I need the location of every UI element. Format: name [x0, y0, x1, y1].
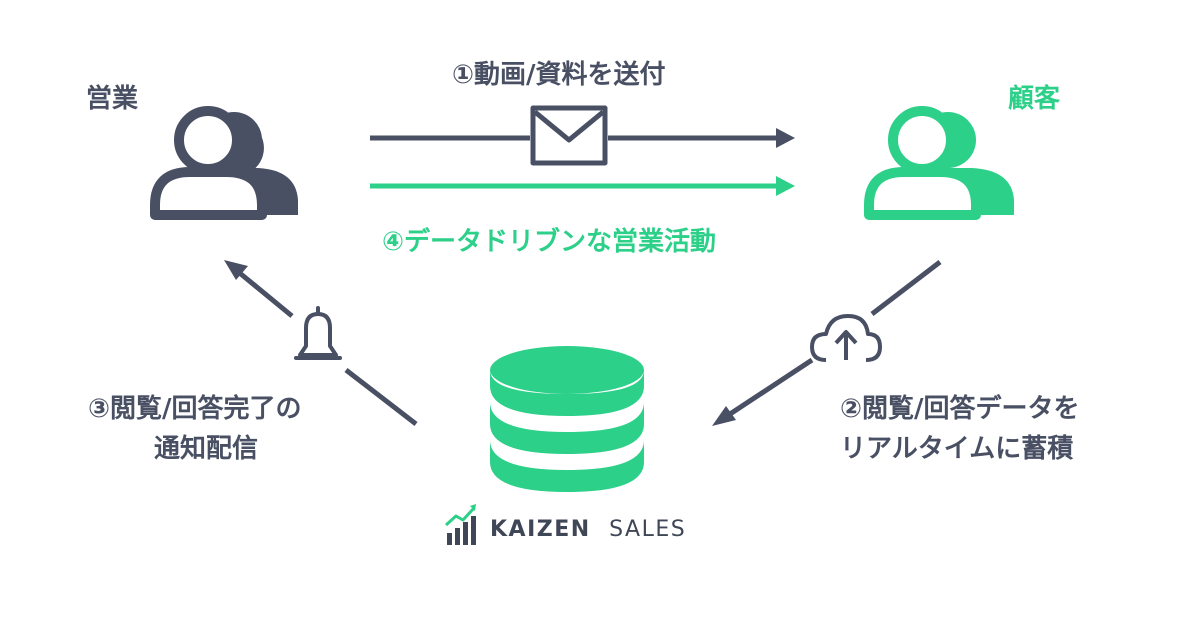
bell-icon — [294, 306, 342, 360]
send-arrow — [370, 128, 795, 148]
step1-label: ①動画/資料を送付 — [452, 60, 666, 90]
notify-arrow — [224, 260, 418, 426]
step2-label: ②閲覧/回答データを リアルタイムに蓄積 — [840, 389, 1080, 469]
sales-user-icon — [150, 106, 298, 220]
database-icon — [490, 346, 644, 492]
chart-growth-icon — [444, 504, 476, 545]
step2-line2: リアルタイムに蓄積 — [840, 434, 1074, 464]
logo-brand-light: SALES — [609, 517, 687, 542]
sales-label: 営業 — [86, 84, 139, 114]
accumulate-arrow — [712, 260, 942, 426]
logo-brand-bold: KAIZEN — [490, 517, 591, 542]
step4-label: ④データドリブンな営業活動 — [382, 227, 717, 257]
customer-user-icon — [864, 106, 1014, 220]
step3-label: ③閲覧/回答完了の 通知配信 — [88, 389, 302, 469]
kaizen-sales-logo: KAIZEN SALES — [446, 512, 686, 548]
cloud-upload-icon — [810, 314, 882, 362]
step2-line1: ②閲覧/回答データを — [840, 394, 1080, 424]
mail-icon — [530, 105, 608, 166]
step3-line2: 通知配信 — [154, 434, 259, 464]
data-driven-arrow — [370, 176, 795, 196]
step3-line1: ③閲覧/回答完了の — [88, 394, 302, 424]
customer-label: 顧客 — [1008, 84, 1061, 114]
